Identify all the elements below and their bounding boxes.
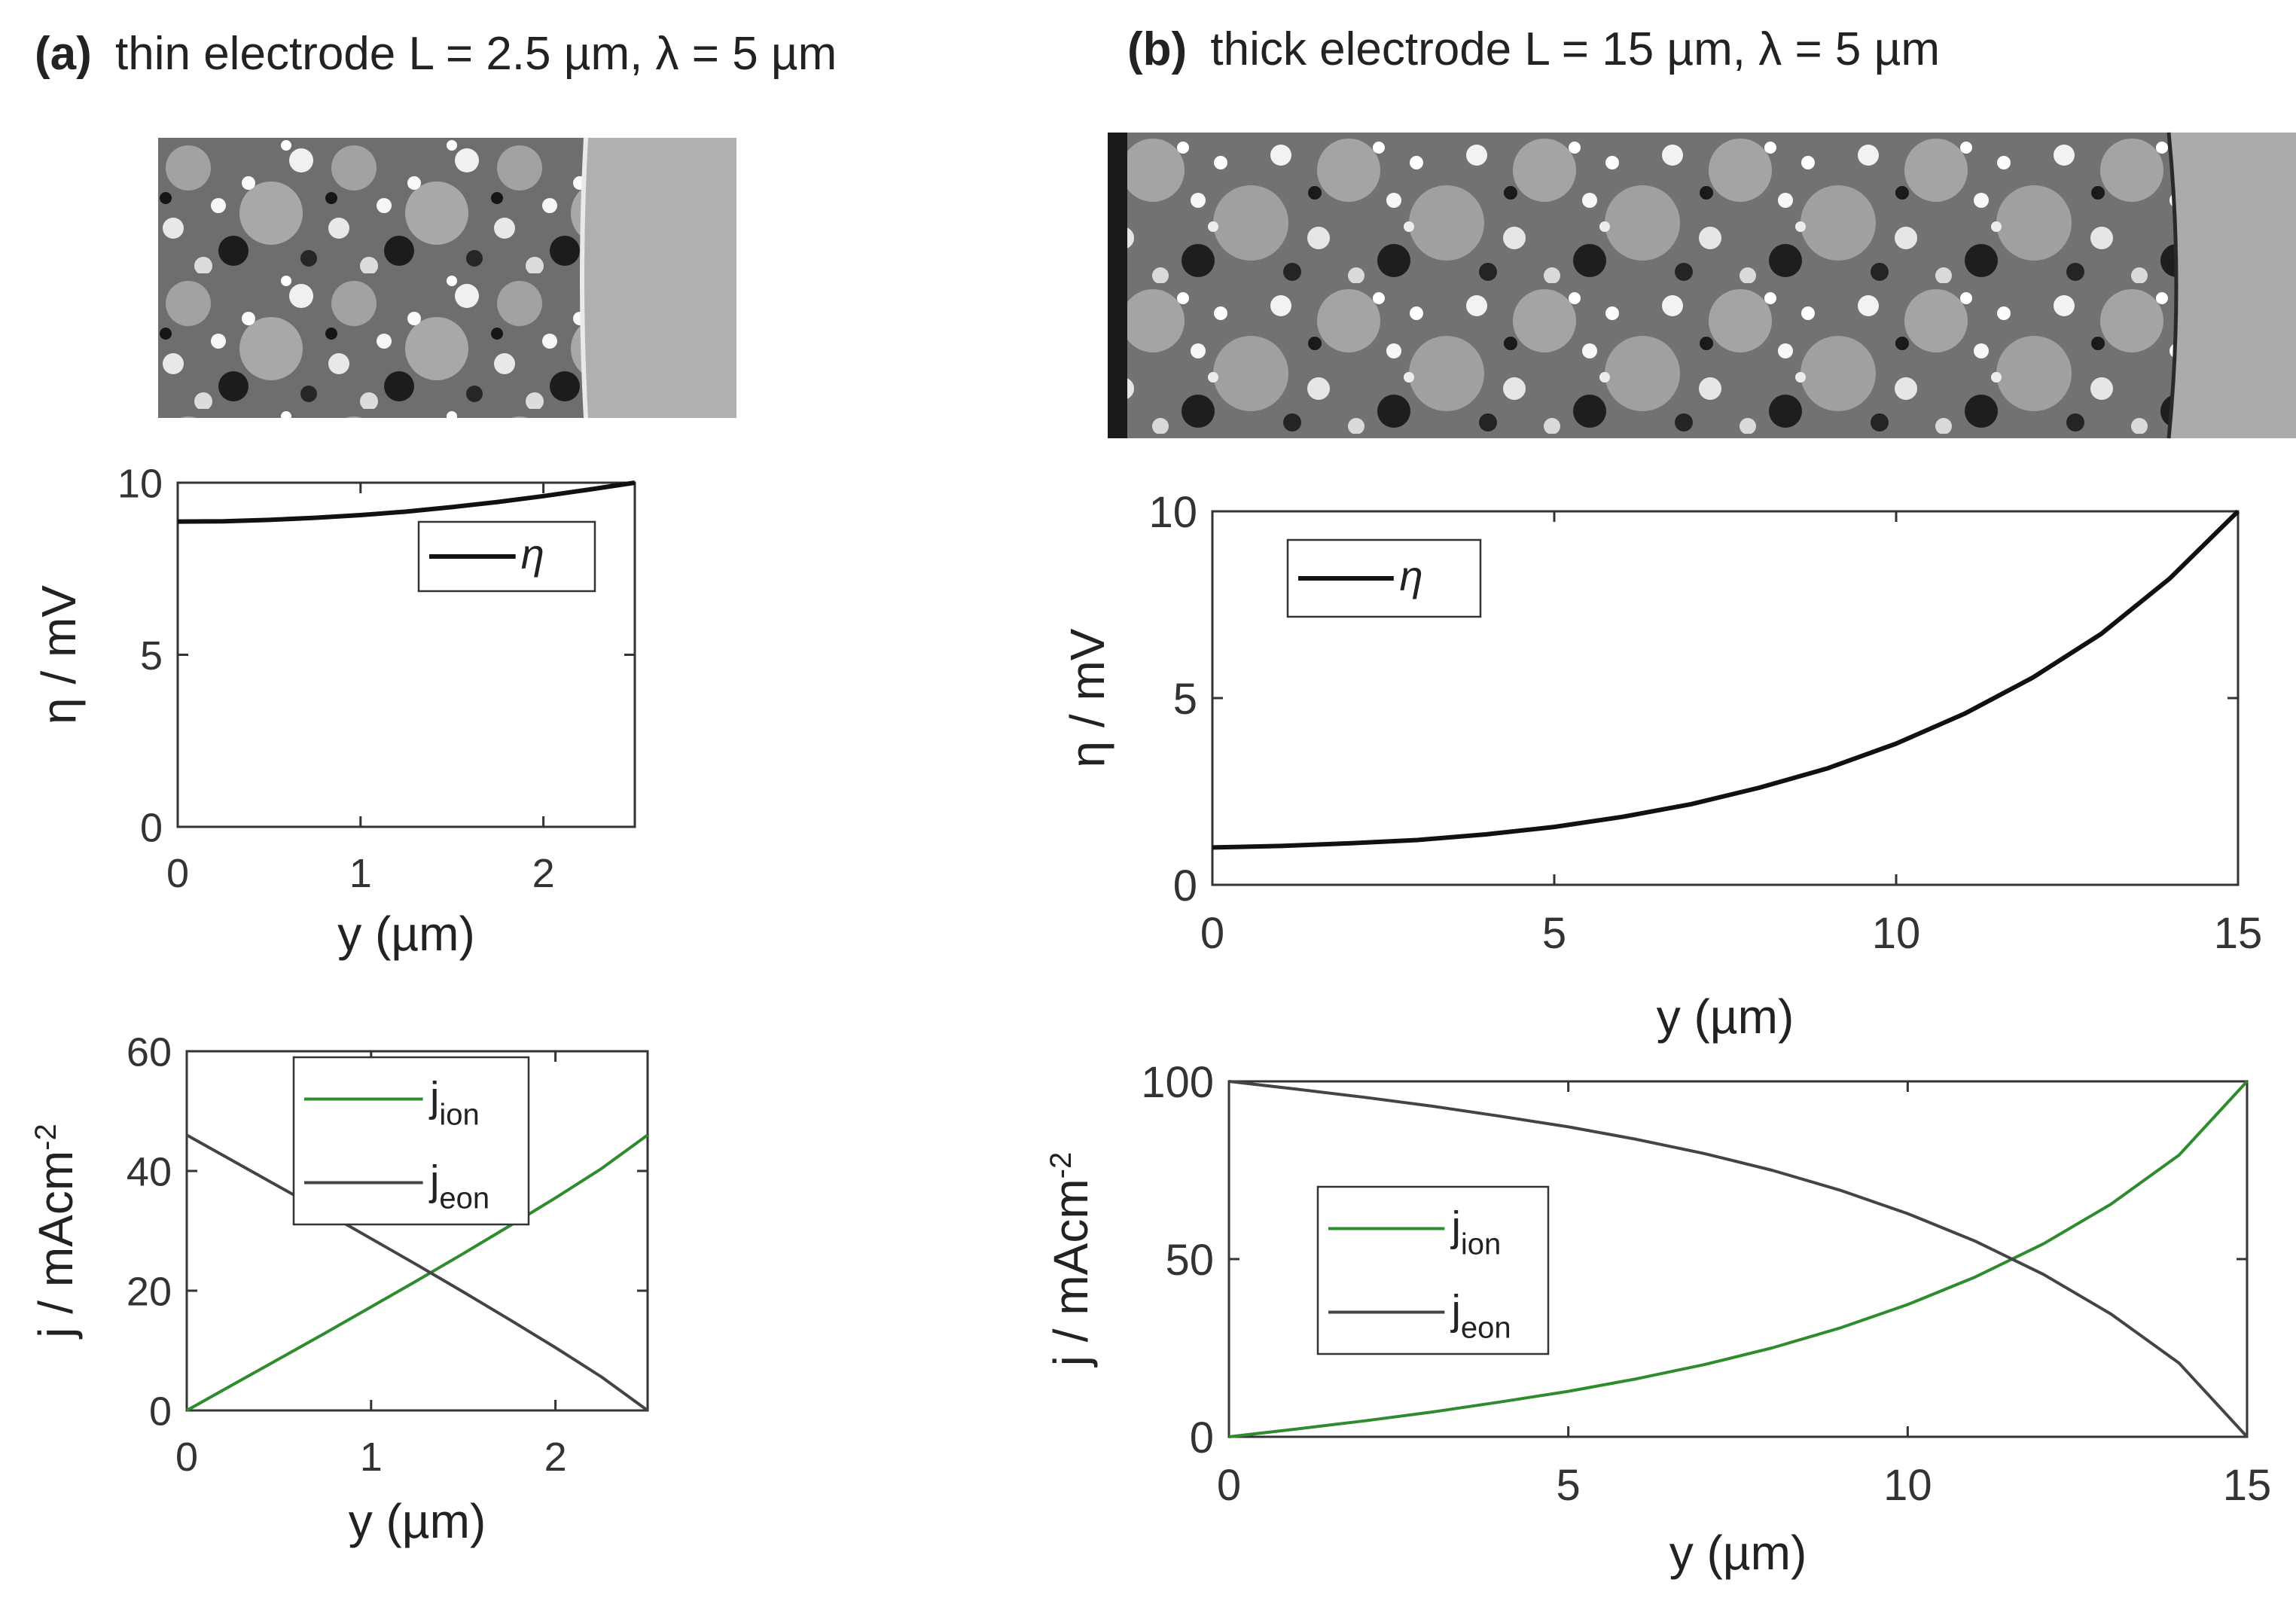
y-axis-label: j / mAcm-2: [1044, 1152, 1098, 1368]
x-tick-label: 1: [349, 851, 372, 896]
x-tick-label: 15: [2214, 909, 2263, 958]
y-tick-label: 60: [127, 1029, 172, 1075]
chart-b-eta: 0 5 10 15 0 5 10 y (µm) η / mV η: [1060, 488, 2262, 1044]
x-tick-label: 2: [532, 851, 555, 896]
y-tick-label: 0: [140, 805, 163, 850]
legend-label: η: [521, 530, 544, 578]
x-tick-label: 0: [166, 851, 189, 896]
series-line-eta: [1212, 509, 2240, 850]
legend-label: jeon: [1450, 1286, 1511, 1345]
y-tick-label: 20: [127, 1269, 172, 1314]
y-tick-label: 10: [1148, 488, 1197, 537]
y-tick-label: 0: [149, 1389, 172, 1434]
panel-a-title: (a) thin electrode L = 2.5 µm, λ = 5 µm: [35, 28, 837, 80]
series-line-eon: [1228, 1080, 2249, 1438]
legend: jion jeon: [1316, 1185, 1550, 1355]
legend-label: jion: [1450, 1203, 1501, 1261]
legend-label: jion: [428, 1073, 480, 1132]
x-tick-label: 10: [1883, 1461, 1932, 1510]
x-tick-label: 2: [544, 1435, 567, 1480]
y-axis-label: η / mV: [1060, 628, 1114, 767]
series-line-ion: [1228, 1080, 2249, 1438]
x-tick-label: 0: [175, 1435, 198, 1480]
series-line-eta: [177, 480, 636, 524]
x-tick-label: 0: [1200, 909, 1224, 958]
x-axis-label: y (µm): [337, 907, 475, 961]
legend: η: [1286, 538, 1482, 618]
x-tick-label: 15: [2223, 1461, 2272, 1510]
x-tick-label: 1: [360, 1435, 383, 1480]
legend: jion jeon: [292, 1056, 530, 1226]
x-axis-label: y (µm): [349, 1494, 486, 1548]
legend-box: [1316, 1185, 1550, 1355]
chart-a-eta: 0 1 2 0 5 10 y (µm) η / mV η: [32, 461, 636, 961]
panel-a-title-text: thin electrode L = 2.5 µm, λ = 5 µm: [115, 28, 837, 80]
y-tick-label: 10: [117, 461, 163, 506]
series-line-ion: [186, 1133, 649, 1412]
y-tick-label: 5: [140, 633, 163, 678]
legend-label: jeon: [428, 1157, 489, 1215]
y-tick-label: 0: [1173, 861, 1197, 910]
legend-label: η: [1399, 552, 1422, 599]
y-tick-label: 5: [1173, 675, 1197, 724]
x-tick-label: 5: [1542, 909, 1566, 958]
sem-micrograph-thick-electrode: [1108, 132, 2296, 439]
y-tick-label: 50: [1165, 1236, 1214, 1285]
y-tick-label: 40: [127, 1149, 172, 1194]
x-tick-label: 10: [1872, 909, 1921, 958]
y-axis-label: η / mV: [32, 585, 86, 724]
chart-b-current: 0 5 10 15 0 50 100 y (µm) j / mAcm-2 jion jeon: [1044, 1058, 2271, 1580]
x-tick-label: 5: [1557, 1461, 1581, 1510]
y-axis-label: j / mAcm-2: [29, 1124, 83, 1339]
panel-b-title: (b) thick electrode L = 15 µm, λ = 5 µm: [1127, 23, 1940, 75]
series-line-eon: [186, 1133, 649, 1412]
x-axis-label: y (µm): [1669, 1526, 1807, 1580]
panel-b-title-text: thick electrode L = 15 µm, λ = 5 µm: [1210, 23, 1940, 75]
x-tick-label: 0: [1217, 1461, 1241, 1510]
legend-box: [292, 1056, 530, 1226]
x-axis-label: y (µm): [1657, 989, 1794, 1044]
y-tick-label: 100: [1141, 1058, 1214, 1107]
sem-micrograph-thin-electrode: [158, 137, 736, 419]
y-tick-label: 0: [1190, 1413, 1214, 1462]
legend: η: [417, 520, 596, 593]
